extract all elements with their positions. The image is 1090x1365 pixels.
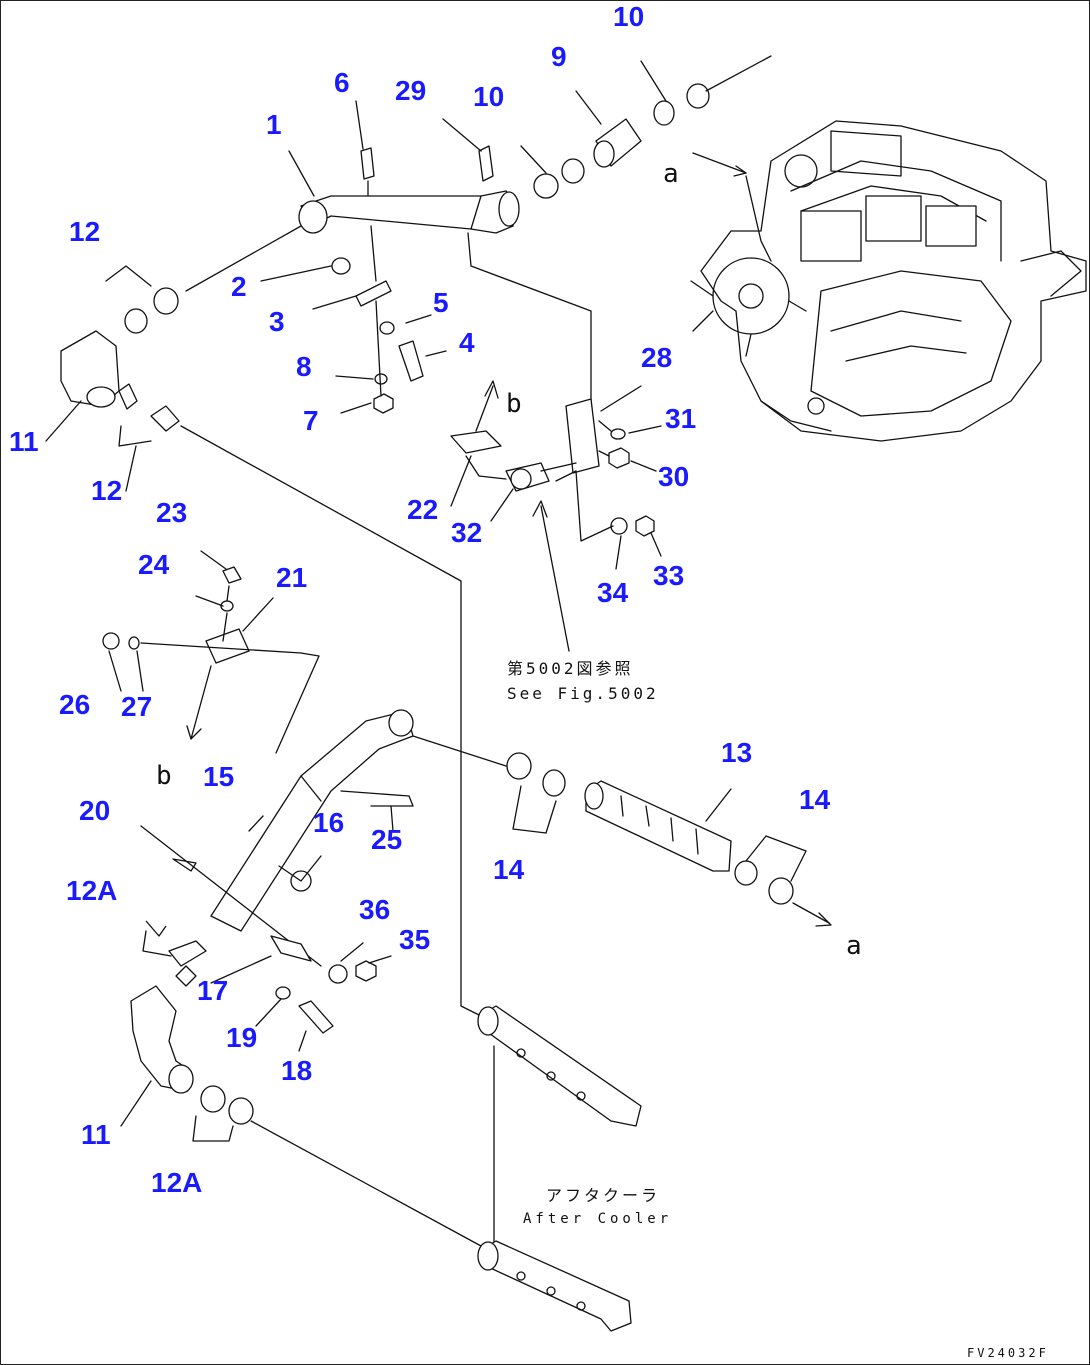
callout-12A-upper: 12A [66,875,118,906]
callout-31: 31 [665,403,697,434]
callout-19: 19 [226,1022,258,1053]
callout-3: 3 [269,306,285,337]
callout-36: 36 [359,894,391,925]
callout-29: 29 [395,75,427,106]
callout-24: 24 [138,549,170,580]
callout-8: 8 [296,351,312,382]
see-fig-note-en: See Fig.5002 [507,684,659,703]
callout-11-lower: 11 [81,1119,111,1150]
callout-1: 1 [266,109,282,140]
callout-12-upper: 12 [69,216,101,247]
ref-letter-b-lower: b [156,761,172,791]
callout-11-upper: 11 [9,426,39,457]
ref-letter-a-bottom: a [846,931,862,961]
ref-letter-b-upper: b [506,389,522,419]
callout-17: 17 [197,975,229,1006]
see-fig-note-jp: 第5002図参照 [507,659,634,678]
callout-28: 28 [641,342,673,373]
after-cooler [477,1005,642,1332]
callout-12-lower: 12 [91,475,123,506]
center-bracket-group [450,380,662,652]
callout-12A-lower: 12A [151,1167,203,1198]
callout-27: 27 [121,691,153,722]
after-cooler-label-en: After Cooler [523,1211,673,1227]
callout-23: 23 [156,497,188,528]
callout-20: 20 [79,795,111,826]
callout-26: 26 [59,689,91,720]
callout-21: 21 [276,562,308,593]
callout-2: 2 [231,271,247,302]
lower-hose-group [120,920,482,1247]
left-upper-hose-group [45,265,482,1017]
after-cooler-label-jp: アフタクーラ [546,1186,661,1205]
callout-33: 33 [653,560,685,591]
pipe-15-group [140,709,507,1052]
callout-7: 7 [303,405,319,436]
callout-30: 30 [658,461,690,492]
callout-15: 15 [203,761,235,792]
callout-14-right: 14 [799,784,831,815]
callout-22: 22 [407,494,439,525]
callout-16: 16 [313,807,345,838]
drawing-code: FV24032F [967,1346,1049,1360]
ref-letter-a-top: a [663,159,679,189]
callout-25: 25 [371,824,403,855]
callout-14-left: 14 [493,854,525,885]
callout-18: 18 [281,1055,313,1086]
callout-4: 4 [459,327,475,358]
callout-5: 5 [433,287,449,318]
callout-13: 13 [721,737,753,768]
upper-pipe-1 [185,55,772,414]
callout-9: 9 [551,41,567,72]
engine-illustration [690,120,1087,442]
callout-10-middle: 10 [473,81,505,112]
callout-34: 34 [597,577,629,608]
callout-35: 35 [399,924,431,955]
callout-6: 6 [334,67,350,98]
hose-13-group [506,752,832,927]
callout-32: 32 [451,517,483,548]
bracket-21-group [102,550,320,754]
callout-10-top: 10 [613,1,645,32]
